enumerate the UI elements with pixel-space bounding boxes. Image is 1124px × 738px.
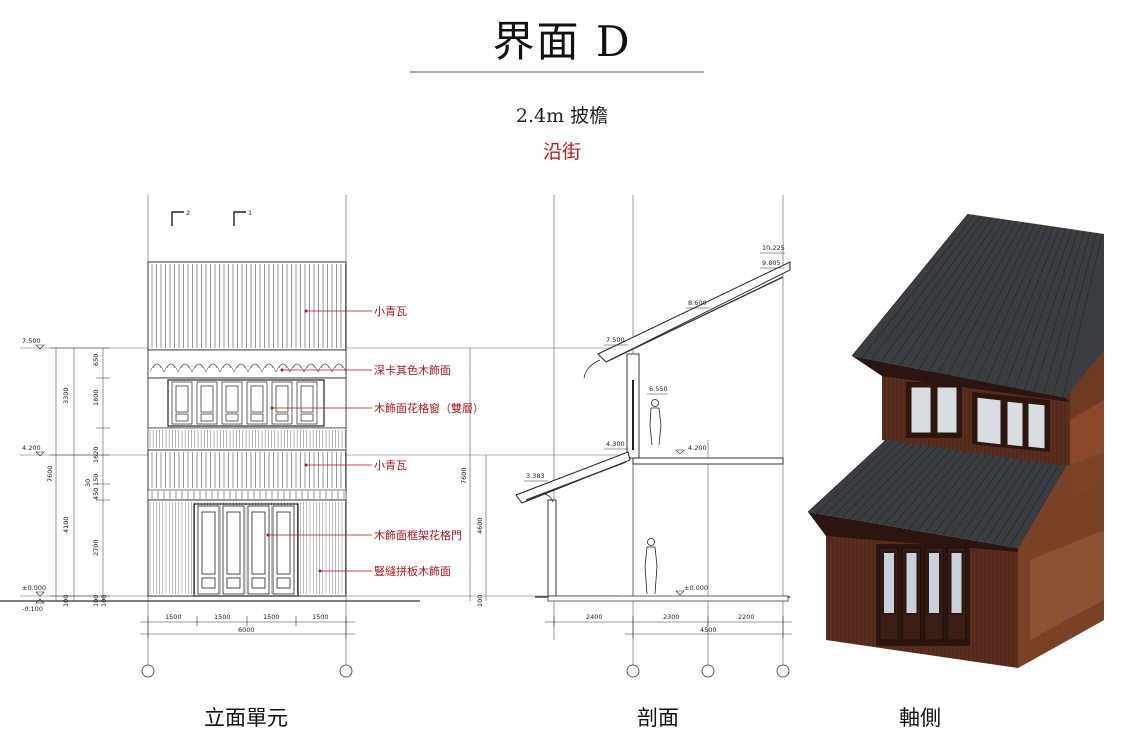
level-4200: 4.200 (22, 444, 41, 452)
grid-axis-marker (339, 664, 353, 678)
dim-30: 30 (84, 479, 92, 487)
dim-450: 450 (92, 488, 100, 500)
dim-150: 150 (92, 474, 100, 486)
dim-2700: 2700 (92, 539, 100, 556)
dim-bottom-3: 1500 (263, 613, 280, 621)
grid-axis-marker (141, 664, 155, 678)
sec-level-4300: 4.300 (606, 440, 625, 448)
sec-level-10225: 10.225 (762, 244, 785, 252)
street-label: 沿街 (542, 141, 581, 163)
level-0000: ±0.000 (22, 584, 46, 592)
elevation-drawing: 2 1 (0, 195, 620, 678)
sec-dim-100: 100 (476, 595, 484, 607)
dim-3300: 3300 (62, 387, 70, 404)
sec-level-3383: 3.383 (526, 472, 545, 480)
level-minus-0100: -0.100 (22, 605, 43, 613)
dim-bottom-4: 1500 (312, 613, 329, 621)
caption-axonometric: 軸側 (899, 706, 941, 730)
scale-figure (644, 538, 658, 595)
caption-elevation: 立面單元 (204, 706, 288, 730)
grid-axis-marker (701, 664, 715, 678)
note-vertical-board: 豎縫拼板木飾面 (374, 564, 451, 578)
sec-dim-2300: 2300 (663, 613, 680, 621)
dim-650: 650 (92, 354, 100, 366)
grid-axis-marker (776, 664, 790, 678)
sec-level-8600: 8.600 (688, 299, 707, 307)
sec-level-6550: 6.550 (649, 385, 668, 393)
dim-total: 6000 (238, 626, 255, 634)
section-mark-1: 1 (248, 209, 252, 217)
grid-axis-marker (626, 664, 640, 678)
sec-level-7500: 7.500 (606, 336, 625, 344)
dim-7600: 7600 (46, 465, 54, 482)
section-drawing: 10.225 9.805 8.600 7.500 6.550 4.300 4.2… (460, 195, 792, 678)
sec-dim-2200: 2200 (738, 613, 755, 621)
note-lattice-door: 木飾面框架花格門 (374, 528, 462, 542)
sec-dim-total: 4500 (700, 626, 717, 634)
page-title: 界面 D (492, 17, 632, 66)
dim-bottom-2: 1500 (214, 613, 231, 621)
page-subtitle: 2.4m 披檐 (515, 105, 609, 127)
dim-100-b: 100 (92, 595, 100, 607)
scale-figure (649, 399, 662, 446)
dim-bottom-1: 1500 (165, 613, 182, 621)
note-lattice-window: 木飾面花格窗（雙層） (374, 401, 484, 415)
level-7500: 7.500 (22, 337, 41, 345)
sec-level-0000: ±0.000 (684, 584, 708, 592)
note-khaki-wood-finish: 深卡其色木飾面 (374, 363, 451, 377)
note-roof-tile-upper: 小青瓦 (374, 305, 407, 318)
caption-section: 剖面 (637, 706, 679, 730)
section-mark-2: 2 (186, 209, 190, 217)
dim-1620: 1620 (92, 446, 100, 463)
dim-100-a: 100 (62, 595, 70, 607)
dim-100-c: 100 (100, 595, 108, 607)
axonometric-render (807, 213, 1104, 668)
sec-dim-4600: 4600 (476, 517, 484, 534)
title-divider (410, 71, 704, 73)
sec-dim-2400: 2400 (586, 613, 603, 621)
sec-level-4200: 4.200 (688, 444, 707, 452)
dim-1800: 1800 (92, 389, 100, 406)
sec-level-9805: 9.805 (762, 259, 781, 267)
sec-dim-7600: 7600 (460, 467, 468, 484)
note-roof-tile-lower: 小青瓦 (374, 459, 407, 472)
dim-4100: 4100 (62, 516, 70, 533)
